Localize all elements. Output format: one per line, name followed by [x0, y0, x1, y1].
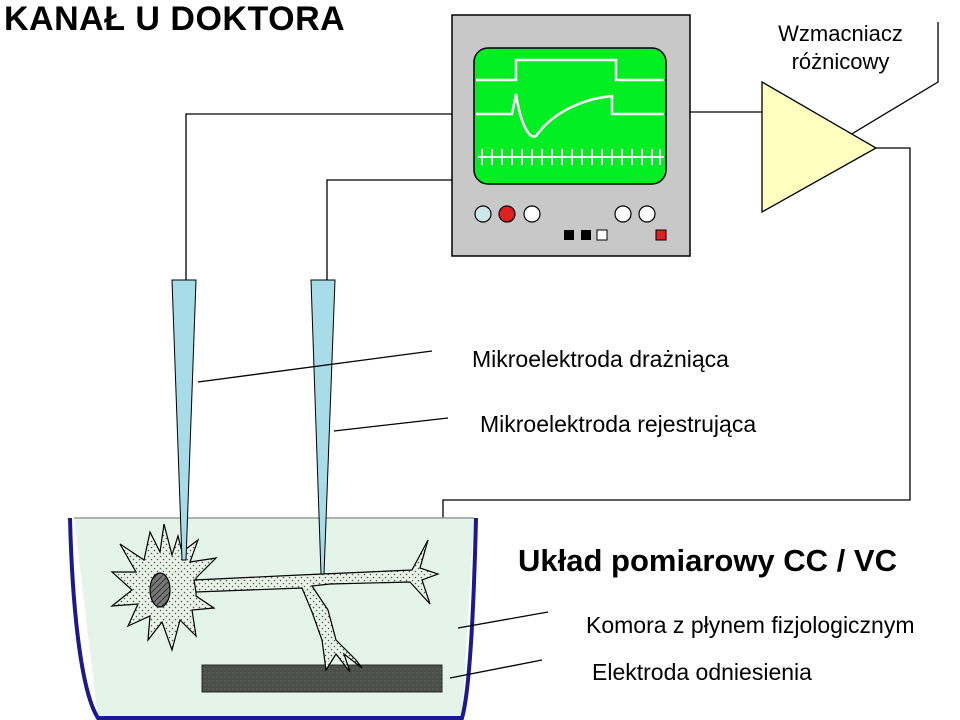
neuron-icon — [110, 523, 440, 673]
chamber-leader-line — [457, 611, 549, 629]
oscilloscope-icon — [451, 14, 691, 257]
chamber-wall — [68, 517, 478, 720]
knob-white-right-1[interactable] — [614, 205, 632, 223]
amplifier-triangle-icon — [761, 80, 878, 214]
stimulating-wire — [185, 113, 452, 280]
reference-electrode-plate — [201, 664, 443, 693]
knob-red[interactable] — [498, 205, 516, 223]
page-title: KANAŁ U DOKTORA — [4, 0, 346, 38]
knob-light-blue[interactable] — [474, 205, 492, 223]
response-trace — [476, 93, 664, 138]
chamber-label: Komora z płynem fizjologicznym — [586, 612, 915, 638]
knob-white[interactable] — [523, 205, 541, 223]
neuron-nucleus — [149, 572, 171, 608]
leader-lines — [197, 350, 549, 679]
chamber — [68, 517, 478, 720]
reference-electrode-label: Elektroda odniesienia — [592, 659, 812, 685]
switch-white[interactable] — [596, 229, 608, 241]
timebase-trace — [478, 149, 664, 165]
amplifier-label: Wzmacniacz różnicowy — [748, 20, 933, 76]
stim-leader-line — [197, 350, 433, 383]
stimulus-trace — [476, 58, 664, 82]
knob-white-right-2[interactable] — [638, 205, 656, 223]
stimulating-electrode-label: Mikroelektroda drażniąca — [472, 346, 729, 372]
amplifier-label-pointer — [844, 22, 939, 139]
recording-wire — [326, 179, 452, 280]
switch-black-1[interactable] — [564, 230, 574, 240]
rec-leader-line — [333, 417, 449, 432]
stimulating-microelectrode-icon — [171, 279, 197, 561]
amplifier-label-line1: Wzmacniacz — [778, 21, 903, 46]
neuron-axon — [193, 539, 440, 673]
ref-leader-line — [449, 659, 543, 679]
indicator-red — [655, 229, 667, 241]
amplifier-label-line2: różnicowy — [791, 49, 890, 74]
recording-electrode-label: Mikroelektroda rejestrująca — [480, 411, 757, 437]
setup-label: Układ pomiarowy CC / VC — [518, 543, 897, 578]
recording-microelectrode-icon — [310, 279, 336, 575]
switch-black-2[interactable] — [581, 230, 591, 240]
